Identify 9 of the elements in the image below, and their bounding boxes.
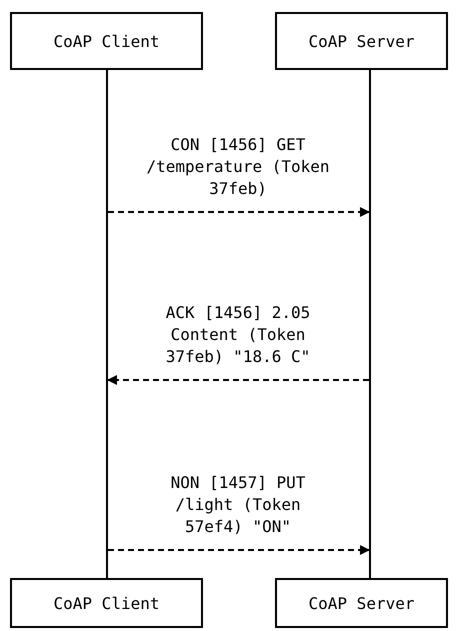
message-arrow: [108, 207, 370, 217]
participant-box: CoAP Client: [10, 12, 203, 70]
message-arrow: [108, 545, 370, 555]
lifeline: [369, 70, 371, 578]
message-arrow: [107, 375, 369, 385]
participant-box: CoAP Server: [275, 12, 448, 70]
lifeline: [106, 70, 108, 578]
participant-box: CoAP Client: [10, 578, 203, 628]
participant-box: CoAP Server: [275, 578, 448, 628]
